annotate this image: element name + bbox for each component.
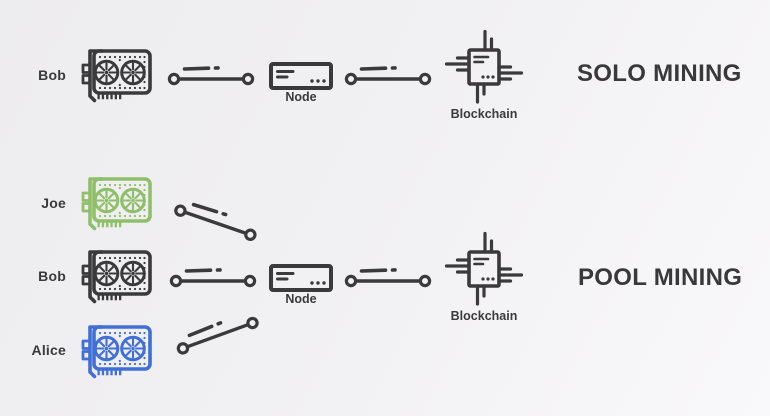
- connection-icon-alice: [171, 305, 262, 358]
- gpu-icon-bob: [78, 247, 154, 305]
- node-label: Node: [285, 292, 317, 306]
- blockchain-label: Blockchain: [450, 309, 518, 323]
- connection-icon-bob: [169, 264, 257, 288]
- pool-miner-label-joe: Joe: [41, 195, 66, 211]
- connection-icon-joe: [171, 192, 262, 243]
- solo-mining-title: SOLO MINING: [577, 60, 742, 87]
- gpu-icon-joe: [78, 174, 154, 232]
- node-icon: [269, 264, 333, 292]
- pool-miner-label-bob: Bob: [38, 268, 66, 284]
- node-label: Node: [285, 90, 317, 104]
- solo-miner-label: Bob: [38, 67, 66, 83]
- gpu-icon-alice: [78, 322, 154, 380]
- pool-mining-title: POOL MINING: [578, 264, 743, 291]
- blockchain-icon: [444, 230, 524, 310]
- pool-miner-label-alice: Alice: [31, 342, 66, 358]
- connection-icon: [344, 264, 432, 288]
- blockchain-label: Blockchain: [450, 107, 518, 121]
